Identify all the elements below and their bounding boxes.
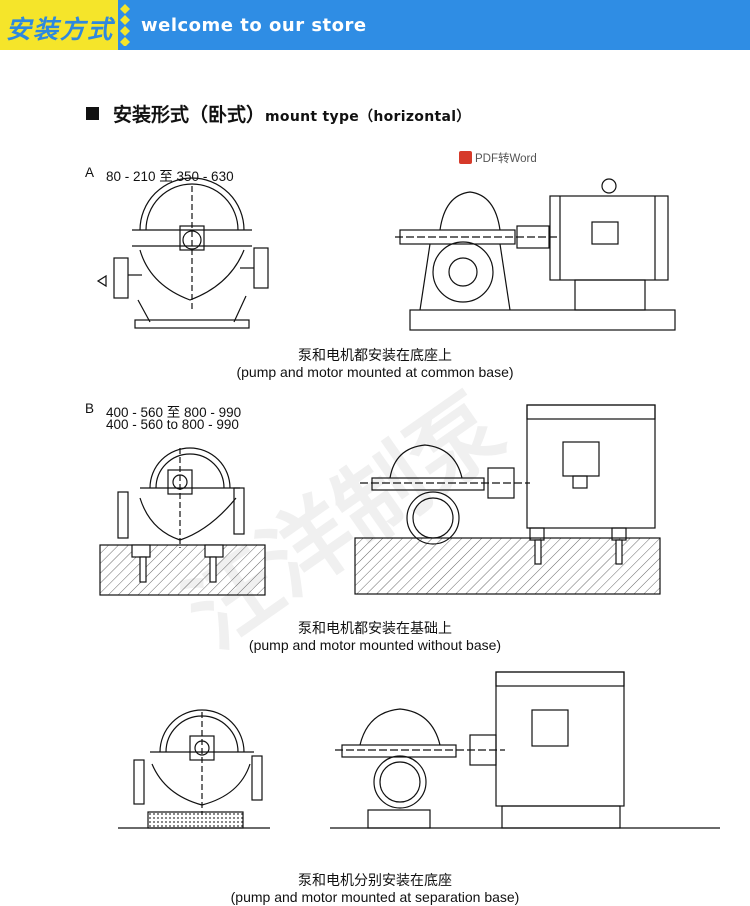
caption-b-cn: 泵和电机都安装在基础上 xyxy=(298,620,452,636)
section-a-letter: A xyxy=(85,165,95,180)
section-a-range: 80 - 210 至 350 - 630 xyxy=(106,169,234,184)
section-b-letter: B xyxy=(85,401,95,416)
install-tag-text: 安装方式 xyxy=(6,15,115,44)
page-heading: 安装形式（卧式）mount type（horizontal） xyxy=(86,100,471,127)
pump-end-view-a xyxy=(96,177,269,329)
section-b-range-en: 400 - 560 to 800 - 990 xyxy=(106,417,239,432)
heading-cn: 安装形式（卧式） xyxy=(113,104,266,126)
pump-side-view-a xyxy=(395,178,676,331)
pump-end-view-b xyxy=(99,447,266,596)
pump-side-view-b xyxy=(354,404,661,595)
pump-end-view-c xyxy=(118,709,270,829)
top-banner: 安装方式 welcome to our store xyxy=(0,0,750,50)
install-tag: 安装方式 xyxy=(0,0,118,50)
section-b-range-cn: 400 - 560 至 800 - 990 xyxy=(106,405,242,420)
caption-c-cn: 泵和电机分别安装在底座 xyxy=(298,872,452,888)
badge-label: PDF转Word xyxy=(475,153,537,165)
pump-side-view-c xyxy=(330,671,720,829)
square-bullet-icon xyxy=(86,107,99,120)
caption-a-en: (pump and motor mounted at common base) xyxy=(236,364,514,380)
caption-a-cn: 泵和电机都安装在底座上 xyxy=(298,347,452,363)
diamond-divider-icon xyxy=(120,4,130,46)
heading-en: mount type（horizontal） xyxy=(265,109,471,125)
welcome-text: welcome to our store xyxy=(141,15,367,36)
caption-b-en: (pump and motor mounted without base) xyxy=(248,637,502,653)
pdf-icon xyxy=(459,151,472,164)
pdf-to-word-badge: PDF转Word xyxy=(459,150,537,166)
caption-c-en: (pump and motor mounted at separation ba… xyxy=(230,889,520,905)
